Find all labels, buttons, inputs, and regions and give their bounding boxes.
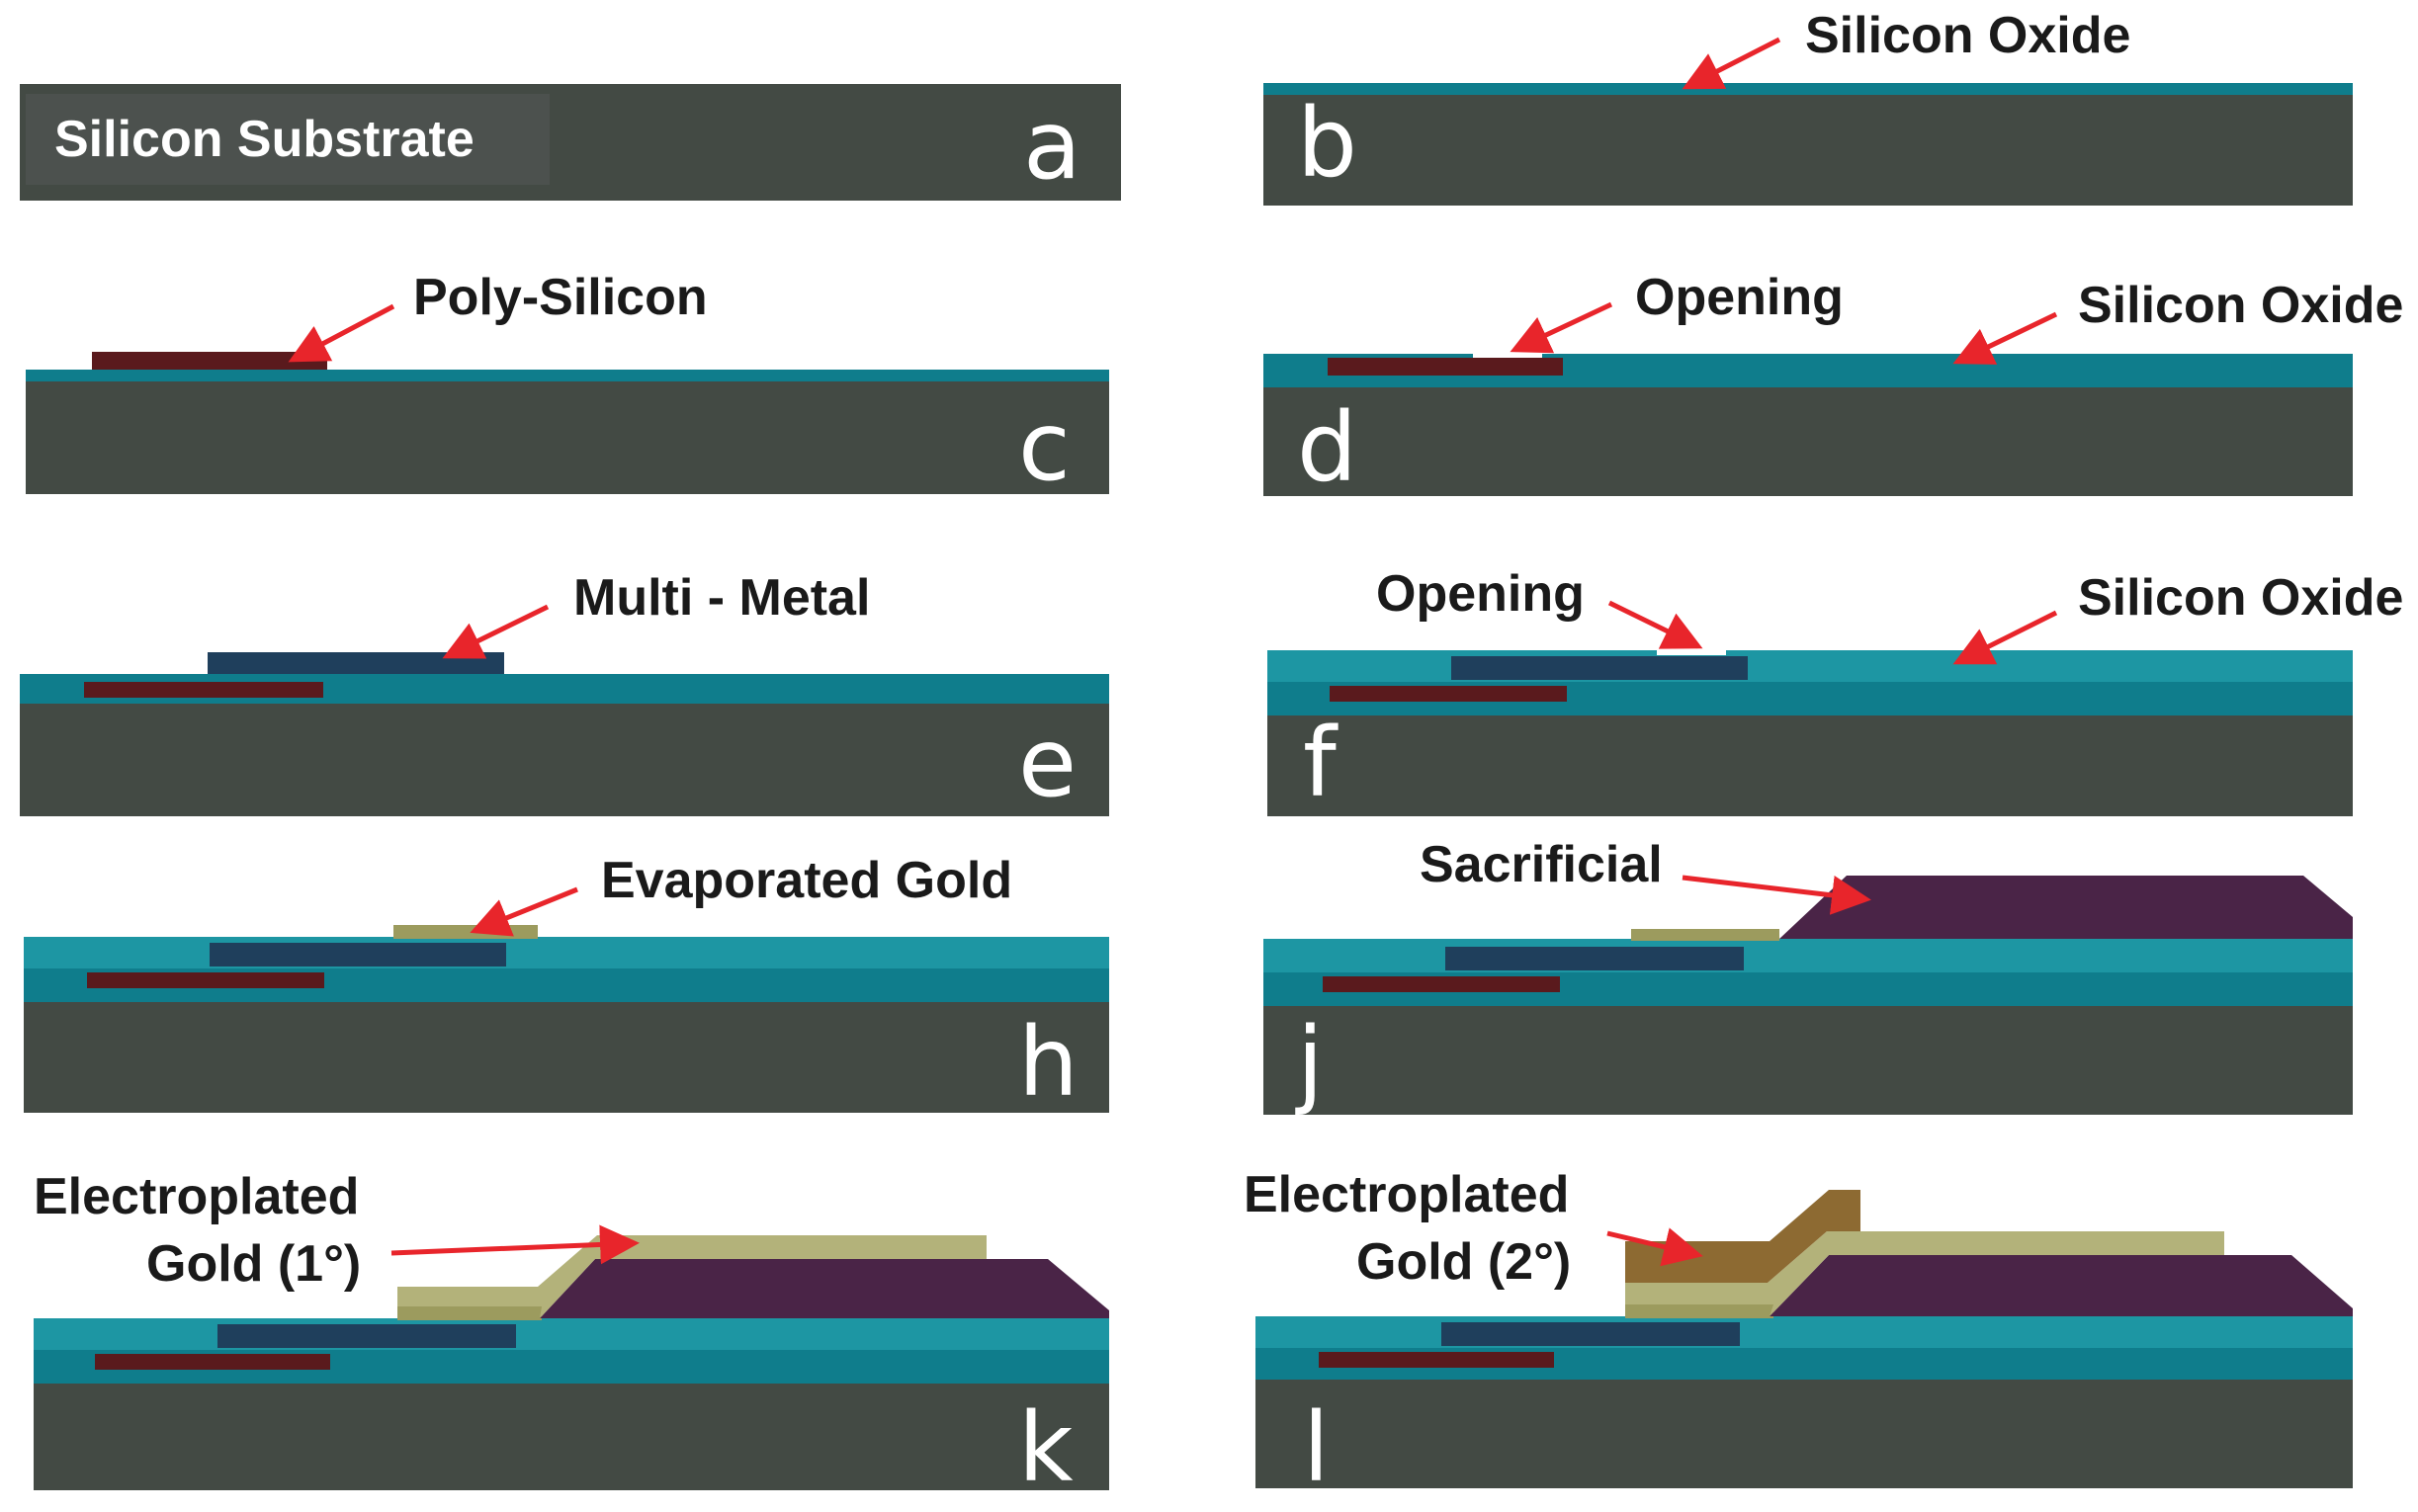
panel-a: Silicon Substrate a	[20, 84, 1121, 201]
poly-silicon-arrow	[288, 303, 395, 363]
silicon-oxide-top	[34, 1318, 1109, 1350]
silicon-substrate-layer	[34, 1382, 1109, 1490]
panel-h-letter: h	[1018, 1007, 1079, 1118]
panel-f: Opening Silicon Oxide f	[1267, 565, 2403, 818]
panel-c: Poly-Silicon c	[26, 269, 1109, 502]
electroplated-gold-1-label-line2: Gold (1°)	[146, 1235, 361, 1293]
evaporated-gold-layer	[1631, 929, 1779, 941]
silicon-substrate-layer	[20, 700, 1109, 816]
silicon-oxide-top	[24, 937, 1109, 968]
electroplated-gold-1-layer	[397, 1235, 987, 1318]
sacrificial-layer	[1779, 876, 2353, 939]
panel-e: Multi - Metal e	[20, 569, 1109, 818]
panel-h: Evaporated Gold h	[24, 852, 1109, 1118]
poly-silicon-layer	[1328, 358, 1563, 376]
silicon-substrate-layer	[1263, 1004, 2353, 1115]
panel-d-letter: d	[1297, 392, 1357, 503]
substrate-label-box	[26, 94, 550, 185]
sacrificial-arrow	[1682, 875, 1871, 915]
evaporated-gold-label: Evaporated Gold	[601, 852, 1012, 909]
panel-j-letter: j	[1295, 1007, 1324, 1118]
evaporated-gold-layer	[397, 1306, 542, 1320]
multi-metal-layer	[217, 1324, 516, 1348]
evaporated-gold-layer	[393, 925, 538, 939]
poly-silicon-layer	[92, 352, 327, 370]
poly-silicon-layer	[1323, 976, 1560, 992]
silicon-substrate-layer	[1263, 383, 2353, 496]
multi-metal-layer	[1441, 1322, 1740, 1346]
silicon-substrate-layer	[1263, 87, 2353, 206]
panel-a-letter: a	[1023, 90, 1081, 201]
panel-j: Sacrificial j	[1263, 836, 2353, 1118]
silicon-substrate-layer	[1255, 1378, 2353, 1488]
silicon-oxide-layer	[1263, 83, 2353, 95]
silicon-oxide-top	[1263, 939, 2353, 972]
oxide-opening	[1657, 648, 1726, 655]
opening-label: Opening	[1376, 565, 1585, 623]
electroplated-gold-1-arrow	[390, 1224, 640, 1265]
multi-metal-layer	[208, 652, 504, 674]
silicon-substrate-layer	[26, 376, 1109, 494]
poly-silicon-layer	[87, 972, 324, 988]
silicon-oxide-layer	[26, 370, 1109, 381]
evaporated-gold-layer	[1625, 1304, 1773, 1318]
evaporated-gold-arrow	[470, 886, 578, 937]
panel-b-letter: b	[1297, 88, 1357, 199]
poly-silicon-label: Poly-Silicon	[413, 269, 708, 326]
panel-l: Electroplated Gold (2°) l	[1244, 1166, 2353, 1503]
multi-metal-layer	[210, 943, 506, 966]
opening-arrow	[1510, 301, 1613, 354]
silicon-oxide-arrow	[1682, 37, 1781, 90]
panel-d: Opening Silicon Oxide d	[1263, 269, 2403, 503]
poly-silicon-layer	[1319, 1352, 1554, 1368]
sacrificial-label: Sacrificial	[1420, 836, 1663, 893]
silicon-oxide-label: Silicon Oxide	[2078, 569, 2403, 627]
oxide-opening	[1473, 352, 1542, 358]
panel-f-letter: f	[1303, 708, 1339, 818]
multi-metal-arrow	[442, 604, 550, 659]
panel-c-letter: c	[1018, 391, 1071, 502]
silicon-oxide-top	[1255, 1316, 2353, 1348]
panel-l-letter: l	[1303, 1392, 1330, 1503]
electroplated-gold-2-arrow	[1606, 1227, 1703, 1267]
electroplated-gold-1-label-line1: Electroplated	[34, 1168, 359, 1225]
multi-metal-label: Multi - Metal	[573, 569, 870, 627]
poly-silicon-layer	[84, 682, 323, 698]
silicon-substrate-label: Silicon Substrate	[54, 111, 475, 168]
opening-arrow	[1607, 600, 1703, 649]
panel-e-letter: e	[1018, 708, 1077, 818]
sacrificial-layer	[540, 1259, 1109, 1318]
panel-k-letter: k	[1018, 1392, 1074, 1503]
silicon-oxide-label: Silicon Oxide	[2078, 277, 2403, 334]
electroplated-gold-2-label-line2: Gold (2°)	[1356, 1233, 1571, 1291]
silicon-substrate-layer	[1267, 714, 2353, 816]
electroplated-gold-2-label-line1: Electroplated	[1244, 1166, 1569, 1223]
silicon-oxide-top	[1267, 650, 2353, 682]
silicon-substrate-layer	[24, 1000, 1109, 1113]
poly-silicon-layer	[1330, 686, 1567, 702]
sacrificial-layer	[1770, 1255, 2353, 1316]
silicon-oxide-arrow	[1952, 610, 2058, 665]
silicon-oxide-arrow	[1952, 311, 2058, 365]
opening-label: Opening	[1635, 269, 1844, 326]
panel-b: Silicon Oxide b	[1263, 7, 2353, 206]
panel-k: Electroplated Gold (1°) k	[34, 1168, 1109, 1503]
multi-metal-layer	[1451, 656, 1748, 680]
electroplated-gold-1-layer	[1625, 1231, 2224, 1316]
silicon-oxide-label: Silicon Oxide	[1805, 7, 2130, 64]
poly-silicon-layer	[95, 1354, 330, 1370]
multi-metal-layer	[1445, 947, 1744, 970]
